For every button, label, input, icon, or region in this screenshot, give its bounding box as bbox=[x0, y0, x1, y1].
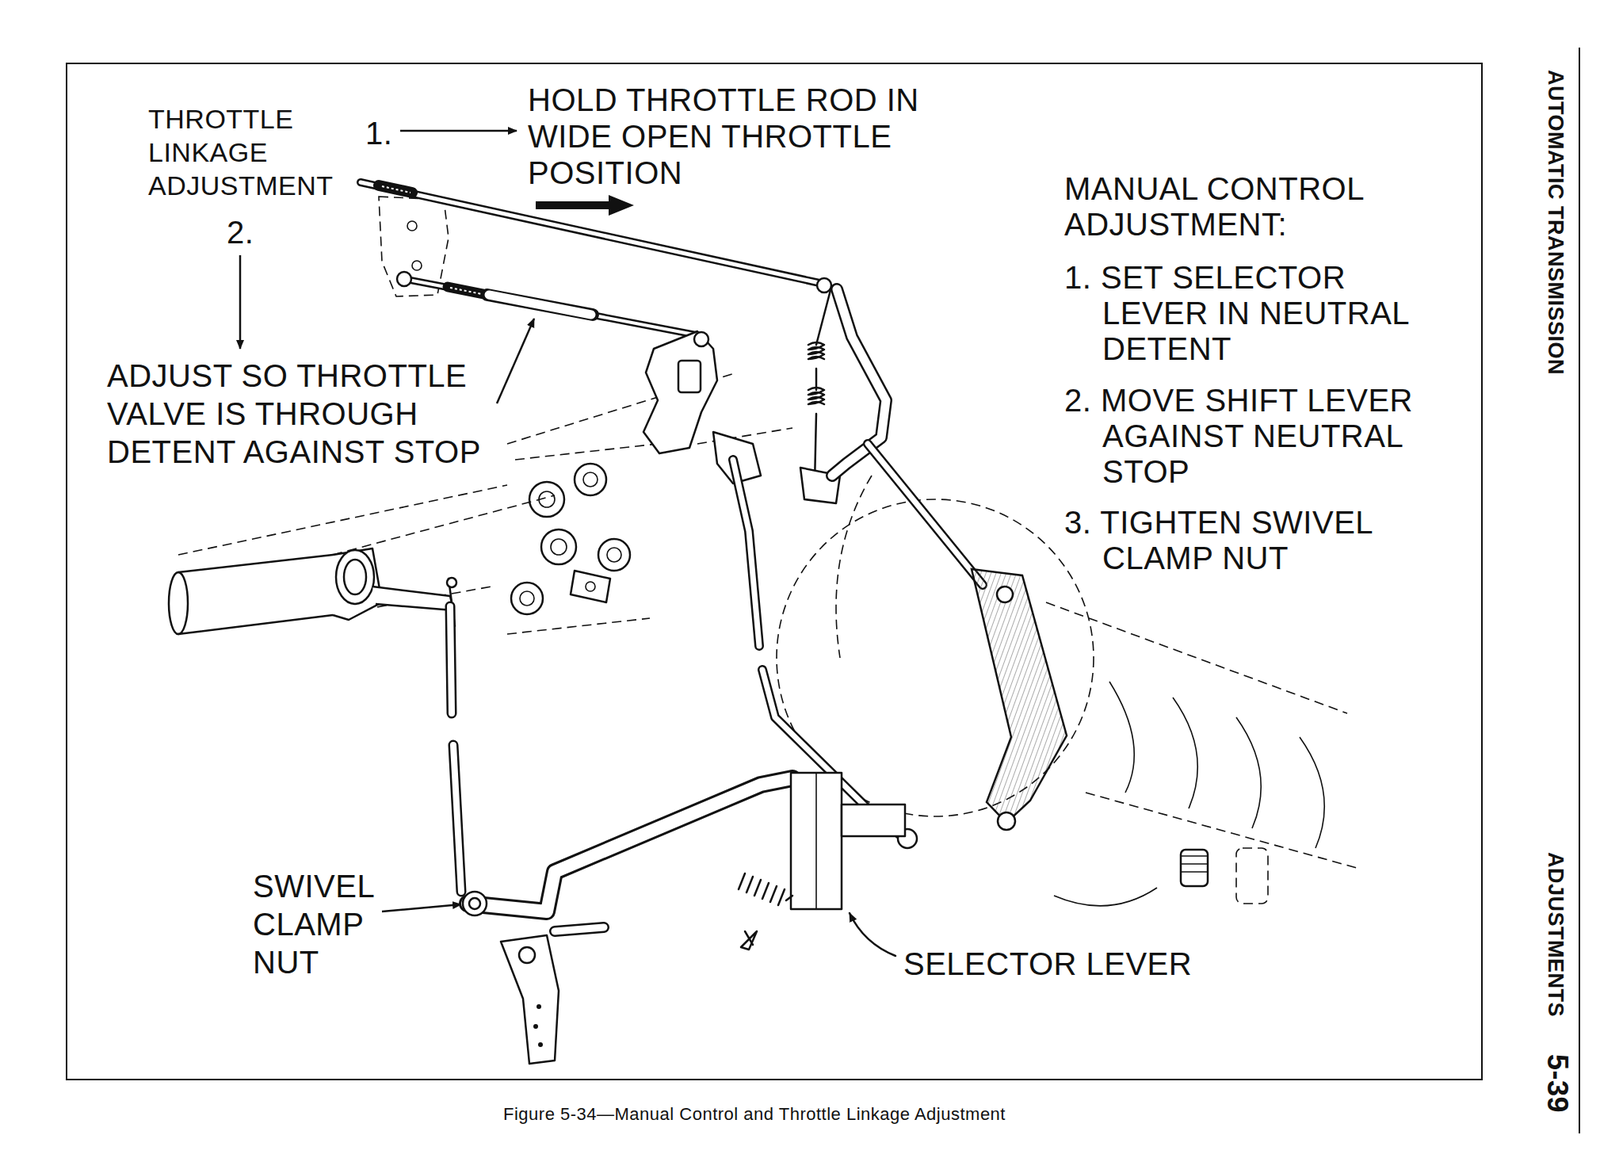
valve-body-bolts bbox=[507, 443, 658, 634]
instruction-note: HOLD THROTTLE ROD IN WIDE OPEN THROTTLE … bbox=[527, 81, 956, 191]
pivot bbox=[694, 332, 709, 347]
direction-arrow bbox=[535, 194, 634, 216]
instruction-note: ADJUST SO THROTTLE VALVE IS THROUGH DETE… bbox=[106, 356, 496, 471]
callout-number: 1. bbox=[365, 114, 393, 152]
step-note: 3. TIGHTEN SWIVEL CLAMP NUT bbox=[1064, 504, 1436, 577]
selector-lever-assembly bbox=[462, 772, 906, 1064]
part-label: SWIVEL CLAMP NUT bbox=[252, 866, 392, 982]
leader-arrow bbox=[400, 129, 517, 133]
page-number: 5-39 bbox=[1541, 1053, 1574, 1113]
bolt bbox=[407, 221, 417, 231]
bell-crank bbox=[643, 331, 718, 454]
figure-caption: Figure 5-34—Manual Control and Throttle … bbox=[318, 1103, 1191, 1126]
running-head: AUTOMATIC TRANSMISSION bbox=[1542, 69, 1568, 375]
throttle-lever bbox=[832, 289, 1067, 830]
steering-column bbox=[168, 484, 555, 634]
figure-frame bbox=[66, 63, 1482, 1080]
bolt bbox=[412, 260, 422, 271]
throttle-rod bbox=[360, 182, 832, 293]
callout-number: 2. bbox=[226, 213, 254, 251]
step-note: 2. MOVE SHIFT LEVER AGAINST NEUTRAL STOP bbox=[1064, 382, 1436, 490]
detent-spring bbox=[738, 873, 793, 950]
adjusting-rod bbox=[397, 271, 703, 337]
leader-arrow bbox=[239, 255, 242, 349]
page-rule bbox=[1578, 47, 1581, 1134]
section-heading: MANUAL CONTROL ADJUSTMENT: bbox=[1064, 171, 1436, 243]
leader-arrow bbox=[381, 904, 462, 912]
leader-arrow bbox=[849, 912, 896, 956]
pivot bbox=[678, 360, 701, 393]
step-note: 1. SET SELECTOR LEVER IN NEUTRAL DETENT bbox=[1064, 259, 1436, 367]
part-label: SELECTOR LEVER bbox=[903, 945, 1192, 982]
section-heading: THROTTLE LINKAGE ADJUSTMENT bbox=[148, 102, 356, 203]
leader-arrow bbox=[496, 318, 535, 404]
running-head: ADJUSTMENTS bbox=[1542, 851, 1568, 1017]
shift-rod bbox=[450, 606, 462, 892]
